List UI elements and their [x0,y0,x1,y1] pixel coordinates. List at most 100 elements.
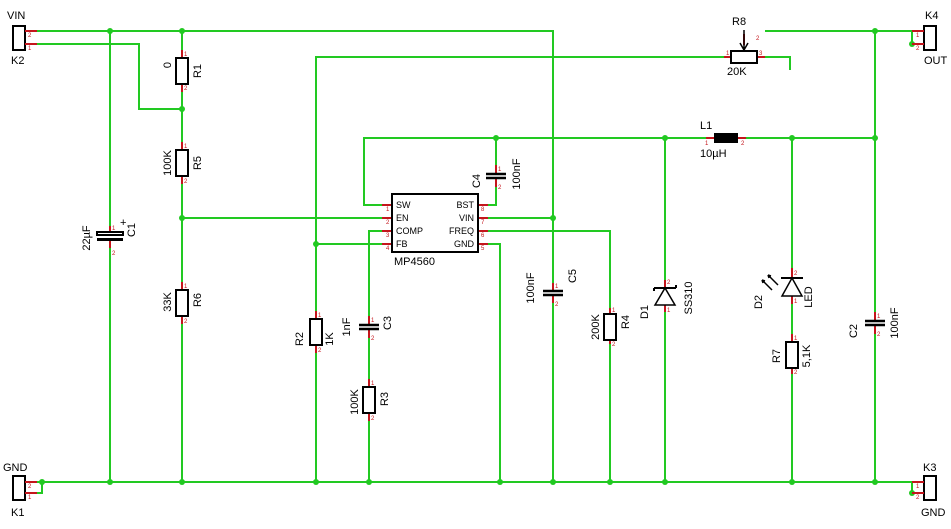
component-value: LED [803,286,815,307]
ic-pin-label: EN [396,213,409,223]
ic-mp4560: 1 2 3 4 8 7 6 5 SW EN COMP FB BST VIN FR… [382,193,488,268]
pin-number: 1 [371,381,375,387]
component-value: 5,1K [801,344,813,367]
potentiometer-r8: 1 3 2 R8 20K [724,16,765,78]
junction-dot [872,479,878,485]
pin-number: 1 [916,33,920,39]
ic-pin-label: SW [396,200,411,210]
pin-number: 1 [184,284,188,290]
junction-dot [179,28,185,34]
ic-body [391,193,479,253]
component-ref: R1 [192,64,204,78]
component-value: 0 [162,62,174,68]
resistor-body [175,289,189,317]
pin-number: 2 [112,251,116,257]
pin-number: 1 [184,144,188,150]
junction-dot [39,479,45,485]
connector-ref: K3 [923,462,936,474]
pin-number: 1 [28,495,32,501]
component-ref: R8 [732,16,746,28]
junction-dot [607,479,613,485]
connector-k3: 1 2 K3 GND [912,462,946,519]
junction-dot [550,215,556,221]
pin-number: 1 [28,46,32,52]
connector-body [12,475,26,501]
resistor-body [175,149,189,177]
pin-number: 5 [481,246,485,252]
capacitor-c1: + 1 2 22µF C1 [81,217,138,257]
component-ref: D2 [753,295,765,309]
connector-ref: K4 [925,10,938,22]
cap-polarity-sign: + [120,217,126,229]
ic-pin-label: FB [396,239,408,249]
pin-number: 2 [371,416,375,422]
diode-bar [653,285,677,291]
cap-plates [359,323,379,331]
component-ref: C1 [126,223,138,237]
pot-wiper-arrow [739,30,749,52]
connector-body [923,475,937,501]
wire-r8-gnd [765,56,791,70]
pin-number: 2 [184,319,188,325]
ic-pin-label: FREQ [449,226,474,236]
component-value: 100nF [511,158,523,189]
ic-pin-leads [382,204,488,245]
pin-number: 1 [916,484,920,490]
pin-number: 1 [667,308,671,314]
pin-number: 1 [794,336,798,342]
connector-pins [25,481,37,494]
pin-number: 2 [28,33,32,39]
component-ref: L1 [700,120,712,132]
junction-dot [497,479,503,485]
pin-number: 2 [794,370,798,376]
connector-net: GND [921,507,946,519]
junction-dot [872,28,878,34]
pin-number: 2 [184,86,188,92]
junction-dot [366,479,372,485]
resistor-r1: 1 2 0 R1 [162,50,204,92]
pin-number: 2 [318,348,322,354]
pin-number: 2 [741,141,745,147]
pin-number: 2 [555,302,559,308]
component-value: 22µF [81,225,93,251]
led-d2: 2 1 D2 LED [753,268,815,309]
component-ref: R2 [294,332,306,346]
connector-pins [912,30,924,45]
component-value: 33K [162,292,174,312]
junction-dot [789,479,795,485]
ic-pin-label: BST [456,200,474,210]
pin-number: 2 [371,336,375,342]
pin-number: 1 [371,318,375,324]
pin-number: 7 [481,220,485,226]
resistor-body [603,313,617,341]
component-ref: C2 [848,324,860,338]
wire-ic-gnd [478,243,501,482]
pin-number: 1 [705,141,709,147]
component-ref: R7 [771,349,783,363]
resistor-body [309,318,323,346]
junction-dot [179,479,185,485]
pin-number: 1 [184,52,188,58]
capacitor-c4: 1 2 C4 100nF [471,158,523,191]
connector-pins [912,481,924,494]
pin-number: 4 [386,246,390,252]
pin-number: 2 [916,495,920,501]
pin-number: 2 [916,46,920,52]
pin-number: 2 [612,342,616,348]
component-value: SS310 [683,281,695,314]
pin-number: 3 [759,51,763,57]
connector-k4: 1 2 K4 OUT [912,10,948,67]
junction-dot [662,479,668,485]
wire-r8-fb [315,56,728,315]
cap-plates [486,172,506,180]
component-ref: R3 [379,392,391,406]
connector-k2: 2 1 VIN K2 [7,10,37,67]
wire-out-top [765,30,918,45]
pin-number: 2 [667,280,671,286]
component-value: 10µH [700,148,727,160]
inductor-l1: 1 2 L1 10µH [700,120,746,160]
wire-gnd-rail [37,481,918,494]
component-ref: C3 [382,316,394,330]
pin-number: 1 [726,51,730,57]
pot-body [730,50,758,64]
